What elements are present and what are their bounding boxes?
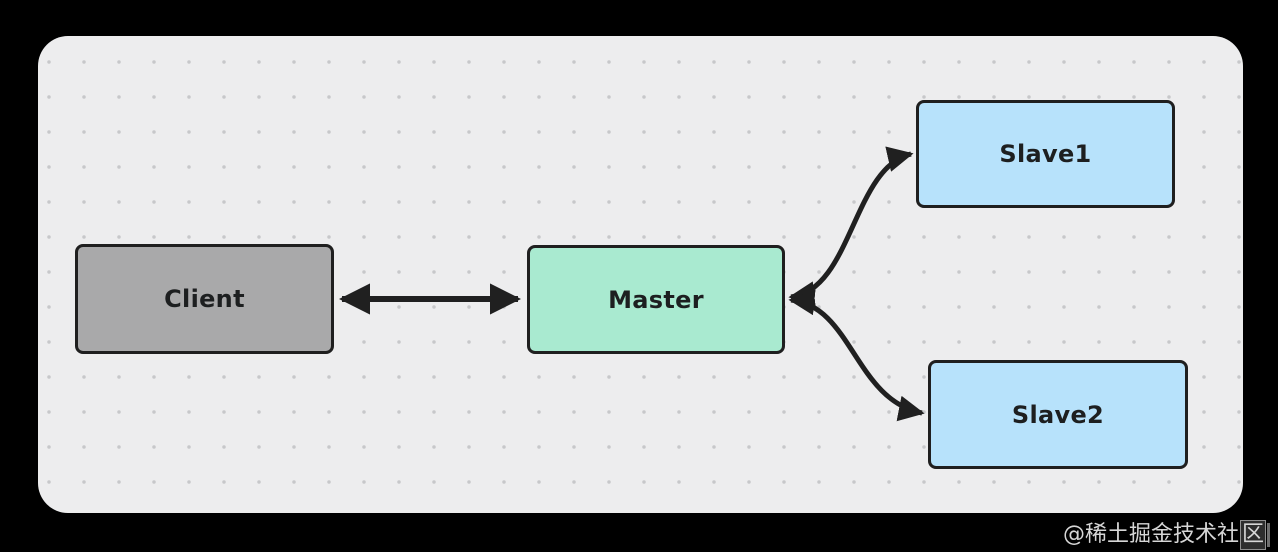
watermark-caret	[1267, 523, 1270, 547]
node-master-label: Master	[608, 285, 704, 314]
node-slave2: Slave2	[928, 360, 1188, 469]
node-slave1-label: Slave1	[999, 140, 1092, 168]
watermark-text: @稀土掘金技术社	[1062, 522, 1239, 547]
node-client: Client	[75, 244, 334, 354]
watermark-boxed-char: 区	[1239, 520, 1266, 550]
node-slave1: Slave1	[916, 100, 1175, 208]
node-client-label: Client	[164, 285, 245, 313]
node-slave2-label: Slave2	[1011, 400, 1105, 429]
watermark: @稀土掘金技术社区	[1062, 520, 1270, 550]
node-master: Master	[527, 245, 785, 354]
